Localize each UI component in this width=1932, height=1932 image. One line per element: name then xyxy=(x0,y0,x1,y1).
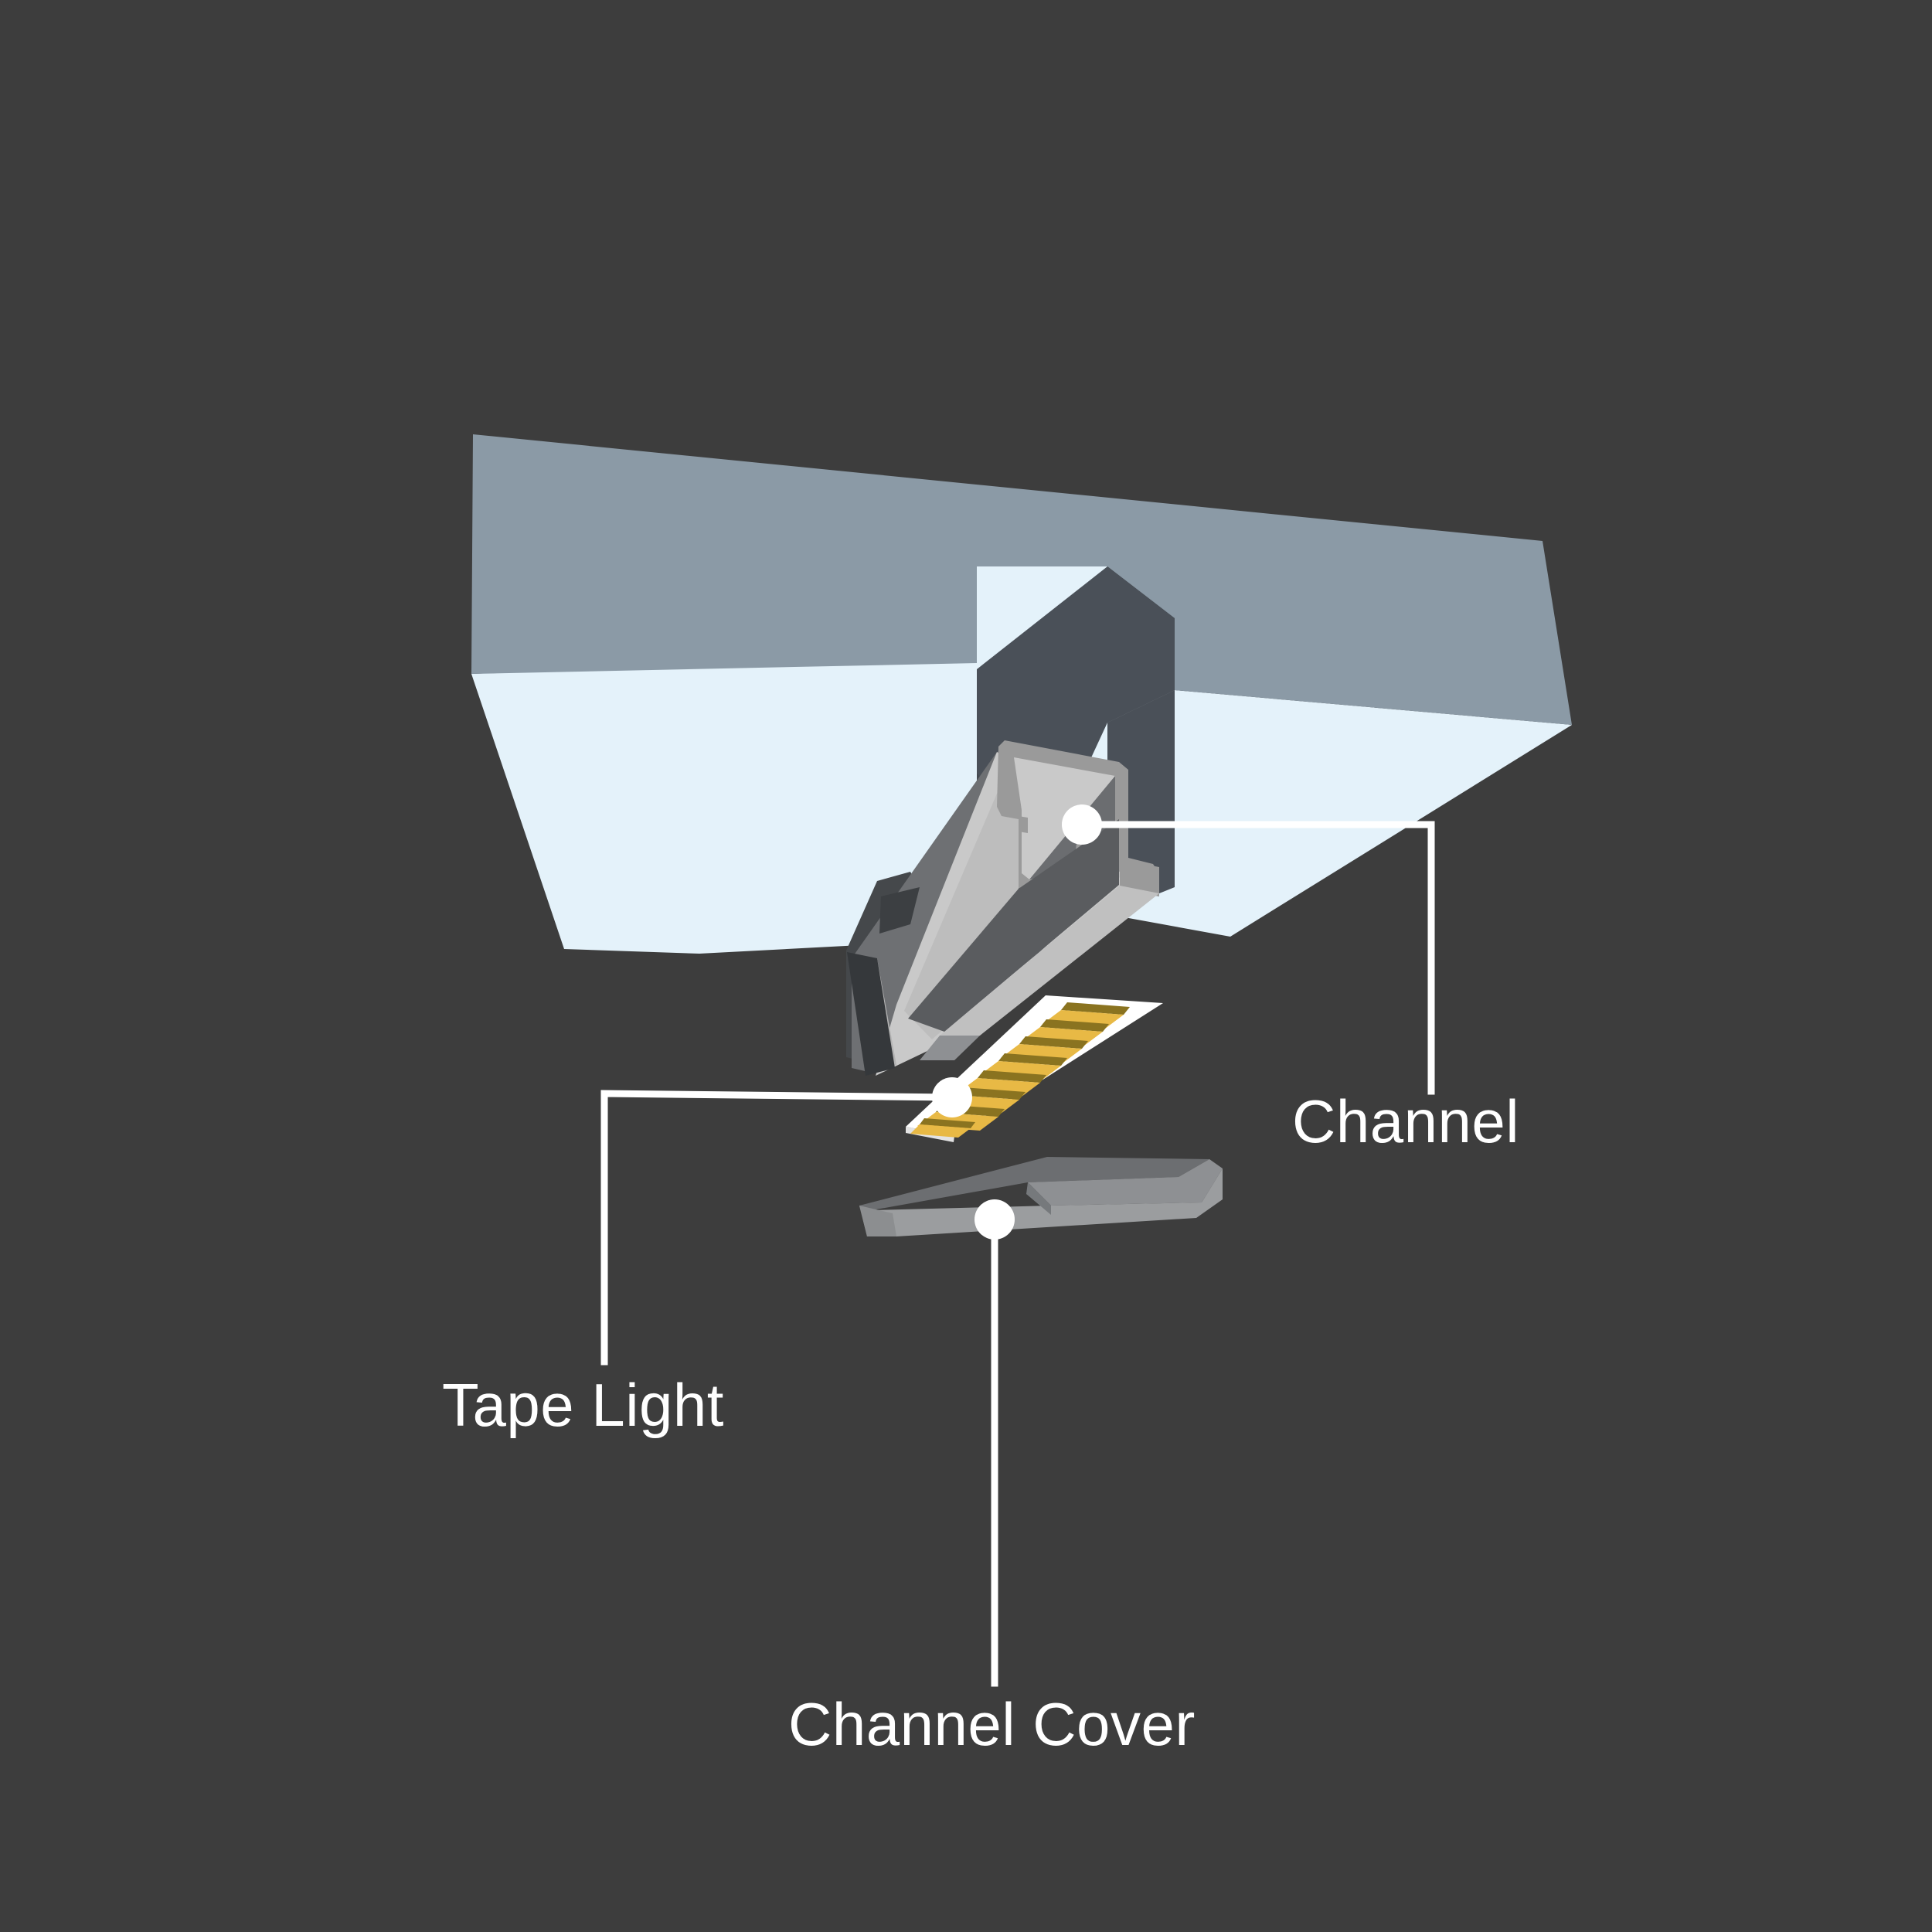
annotations-group: Channel Tape Light Channel Cover xyxy=(442,804,1519,1758)
leader-dot-channel-cover xyxy=(975,1199,1015,1240)
led-chip-top-edge xyxy=(978,1070,1046,1083)
cover-step-top xyxy=(1028,1159,1223,1206)
cover-top-face xyxy=(859,1157,1209,1210)
channel-right-extrude-band xyxy=(908,819,1119,1032)
leader-line-channel xyxy=(1078,821,1435,1095)
channel-right-flange xyxy=(1120,859,1159,896)
led-chip-top-edge xyxy=(1019,1036,1088,1049)
led-chip-top-edge xyxy=(920,1118,975,1128)
ceiling-top-face xyxy=(471,434,1572,725)
channel-flange-extrude-shadow xyxy=(920,1036,980,1060)
channel-base-step xyxy=(879,887,920,934)
ceiling-slab-group xyxy=(471,434,1572,954)
leader-dot-tape-light xyxy=(932,1077,972,1117)
led-chip-face xyxy=(910,1124,971,1138)
channel-lower-tail xyxy=(847,952,895,1076)
leader-line-tape-light xyxy=(600,1090,956,1366)
led-chip-top-edge xyxy=(1040,1019,1109,1032)
cover-left-tail xyxy=(859,1206,896,1236)
leader-dot-channel xyxy=(1062,804,1102,845)
label-channel: Channel xyxy=(1292,1087,1519,1155)
label-tape-light: Tape Light xyxy=(442,1371,724,1439)
lit-panel-left xyxy=(471,658,977,954)
channel-flange-extrude-light xyxy=(940,886,1159,1036)
channel-extrusion-group xyxy=(846,740,1159,1076)
led-chip-top-edge xyxy=(1061,1002,1130,1015)
led-chip-top-edge xyxy=(957,1087,1026,1100)
led-chip-top-edge xyxy=(998,1053,1067,1066)
lit-panel-right xyxy=(1107,690,1572,937)
channel-cover-group xyxy=(859,1157,1223,1236)
cover-front-bevel xyxy=(859,1168,1223,1236)
channel-left-lip xyxy=(1019,816,1028,833)
label-channel-cover: Channel Cover xyxy=(788,1690,1196,1758)
cover-step-riser xyxy=(1026,1182,1051,1215)
